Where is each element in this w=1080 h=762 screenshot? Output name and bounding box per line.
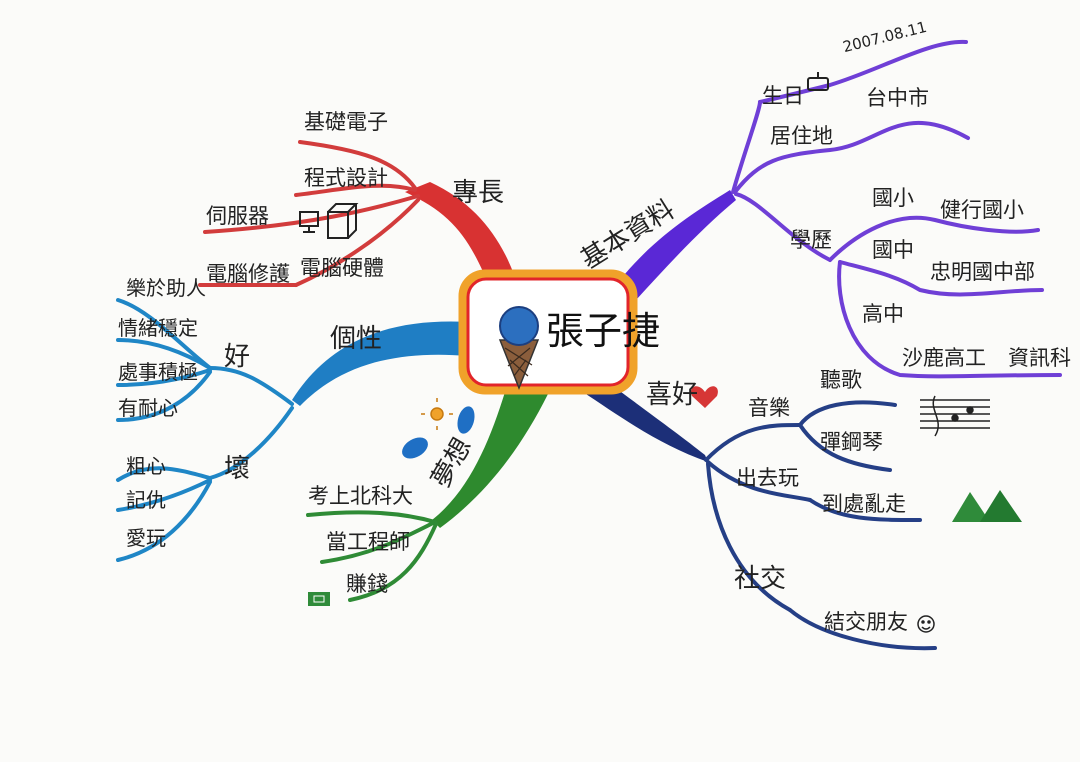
birthday-label: 生日 [762,84,804,108]
personality-branch [292,321,468,406]
specialty-item: 基礎電子 [304,110,388,134]
residence-value: 台中市 [866,86,929,110]
sheet-music-icon [920,395,990,437]
specialty-item: 伺服器 [206,204,269,228]
dream-branch [432,392,548,528]
computer-case-icon [327,203,359,239]
hobby-social-label: 社交 [734,564,787,594]
mountain-icon [952,490,1022,522]
hobby-label: 喜好 [646,380,699,410]
personality-bad-item: 粗心 [126,454,166,478]
specialty-item: 電腦修護 [206,262,290,286]
personality-good-item: 處事積極 [118,360,198,384]
personality-bad-label: 壞 [224,454,251,484]
dream-lines [306,510,438,602]
education-level-value: 忠明國中部 [930,260,1035,284]
hobby-music-label: 音樂 [748,396,790,420]
hobby-lines [704,400,937,651]
hobby-social-item: 結交朋友 [824,610,908,634]
specialty-label: 專長 [452,178,505,208]
education-level-label: 高中 [862,302,904,326]
education-level-value: 沙鹿高工 [902,346,986,370]
ice-cream-icon [498,306,540,391]
dream-item: 賺錢 [346,572,388,596]
basic-info-branch [612,190,736,300]
education-level-label: 國中 [872,238,914,262]
hobby-music-item: 聽歌 [820,368,862,392]
hobby-outing-item: 到處亂走 [822,492,906,516]
specialty-branch [405,182,518,292]
education-level-value: 健行國小 [940,198,1024,222]
hobby-outing-label: 出去玩 [736,466,799,490]
birthday-cake-icon [807,72,829,91]
center-name: 張子捷 [546,309,661,353]
education-label: 學歷 [790,228,832,252]
monitor-icon [299,211,319,233]
dream-item: 當工程師 [326,530,410,554]
specialty-item: 電腦硬體 [300,256,384,280]
personality-lines [116,298,294,562]
personality-good-item: 有耐心 [118,396,178,420]
smiley-icon [917,615,935,633]
personality-bad-item: 愛玩 [126,526,166,550]
personality-bad-item: 記仇 [126,488,166,512]
personality-good-item: 樂於助人 [126,276,206,300]
residence-label: 居住地 [770,124,833,148]
personality-label: 個性 [330,324,383,354]
basic-info-lines [731,39,1062,379]
specialty-item: 程式設計 [304,166,388,190]
dream-item: 考上北科大 [308,484,413,508]
sun-icon [421,398,453,430]
personality-good-item: 情緒穩定 [118,316,198,340]
heart-icon [691,386,718,408]
footprint-icon [402,406,475,459]
hobby-music-item: 彈鋼琴 [820,430,883,454]
specialty-lines [198,140,420,287]
hobby-branch [580,380,708,462]
money-icon [308,592,330,606]
education-level-extra: 資訊科 [1008,346,1071,370]
education-level-label: 國小 [872,186,914,210]
personality-good-label: 好 [224,342,251,372]
